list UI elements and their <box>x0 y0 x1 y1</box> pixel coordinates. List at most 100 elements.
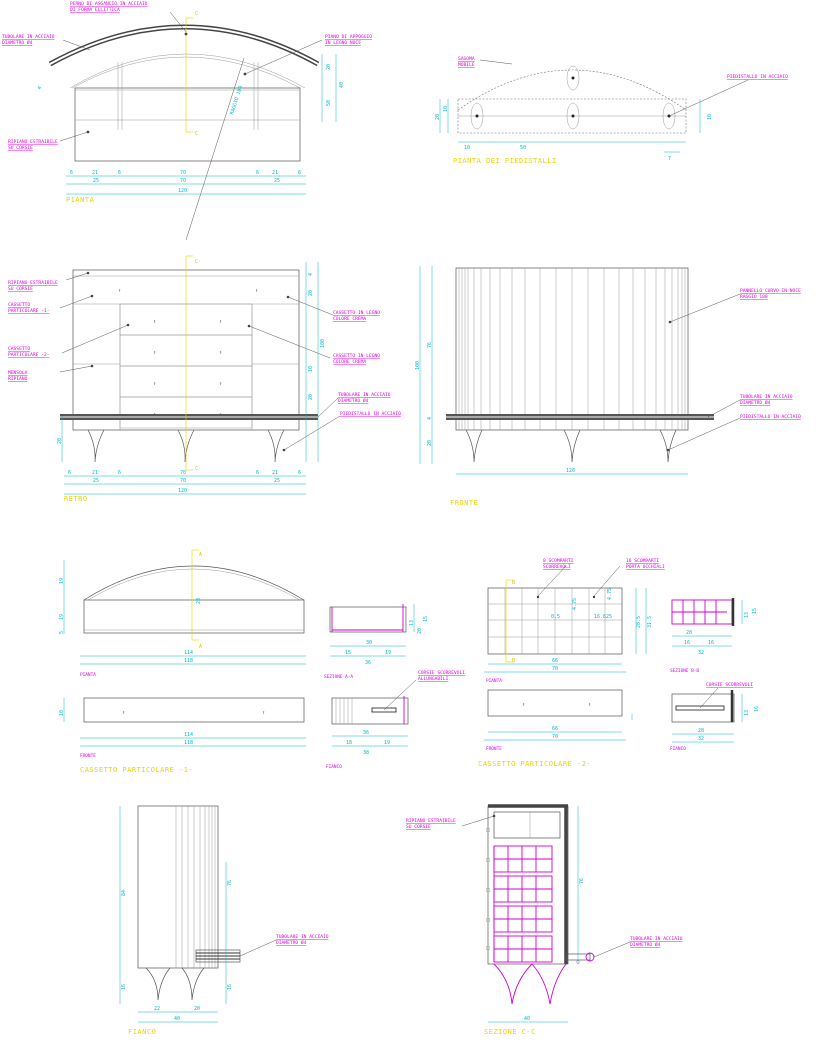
pianta-body <box>74 87 301 162</box>
dim-c1-f114: 114 <box>184 732 193 738</box>
dim-fi-16: 16 <box>121 984 127 990</box>
dim-r-120: 120 <box>178 488 187 494</box>
note-corsie-1: CORSIE SCORREVOLI <box>418 670 465 676</box>
dim-p-25a: 25 <box>93 178 99 184</box>
note-piedistallo-retro: PIEDISTALLO IN ACCIAIO <box>340 411 401 417</box>
dim-r-v20b: 20 <box>308 290 314 296</box>
dim-c2-fi-v16: 16 <box>754 706 760 712</box>
note-porta-2: PORTA OCCHIALI <box>626 564 665 570</box>
title-cassetto-2: CASSETTO PARTICOLARE -2- <box>478 760 591 768</box>
title-retro: RETRO <box>64 495 88 503</box>
sub-c2-fronte: FRONTE <box>486 746 502 752</box>
fianco-body <box>137 805 219 969</box>
section-mark-c-top: C <box>195 11 198 17</box>
svg-text:↑: ↑ <box>522 702 525 708</box>
svg-text:↑: ↑ <box>122 710 125 716</box>
dim-c2-s28: 28 <box>686 630 692 636</box>
sagoma-outline <box>457 69 687 111</box>
fronte-slats <box>458 268 686 430</box>
note-tubolare-1: TUBOLARE IN ACCIAIO <box>2 34 55 40</box>
dim-r-70b: 70 <box>180 478 186 484</box>
svg-text:↑: ↑ <box>262 710 265 716</box>
title-fronte: FRONTE <box>450 499 478 507</box>
dim-p-70: 70 <box>180 170 186 176</box>
note-tubolare-fronte-1: TUBOLARE IN ACCIAIO <box>740 394 793 400</box>
dim-fi-20: 20 <box>194 1006 200 1012</box>
note-piedistallo-fronte: PIEDISTALLO IN ACCIAIO <box>740 414 801 420</box>
title-fianco: FIANCO <box>128 1028 156 1036</box>
dim-sc-76: 76 <box>579 878 585 884</box>
note-piano-appoggio-1: PIANO DI APPOGGIO <box>325 34 372 40</box>
svg-text:↑: ↑ <box>153 381 156 387</box>
dim-p-v40: 40 <box>339 82 345 88</box>
note-corsie-3: CORSIE SCORREVOLI <box>706 682 753 688</box>
dim-r-v100: 100 <box>320 339 326 348</box>
note-sagoma-2: MOBILE <box>458 62 475 68</box>
dim-c1-sa15: 15 <box>345 650 351 656</box>
section-mark-a-top: A <box>199 552 202 558</box>
dim-c1-5: 5 <box>59 631 65 634</box>
dim-c2-66: 66 <box>552 658 558 664</box>
dim-p-radius: RAGGIO 100 <box>229 85 244 115</box>
dim-c2-v13: 13 <box>744 612 750 618</box>
section-mark-a-bot: A <box>199 644 202 650</box>
dim-c2-d3: 4.75 <box>572 598 578 610</box>
dim-c2-s32: 32 <box>698 650 704 656</box>
dim-p-21a: 21 <box>92 170 98 176</box>
svg-text:↑: ↑ <box>219 319 222 325</box>
view-cassetto-2: B B 8 SCOMPARTI SCORREVOLI 16 SCOMPARTI … <box>478 558 760 768</box>
note-perno-1: PERNO DI AGGANCIO IN ACCIAIO <box>70 1 148 7</box>
sezione-drawer-grids <box>493 845 553 963</box>
note-tubolare-2: DIAMETRO Ø4 <box>2 39 33 46</box>
note-sagoma-1: SAGOMA <box>458 56 475 62</box>
dim-p-6c: 6 <box>256 170 259 176</box>
dim-c2-fi-v14: 13 <box>744 710 750 716</box>
dim-c1-19: 19 <box>59 578 65 584</box>
view-fronte: PANNELLO CURVO IN NOCE RAGGIO 100 TUBOLA… <box>415 266 801 507</box>
dim-c2-v15: 15 <box>752 608 758 614</box>
dim-r-25b: 25 <box>274 478 280 484</box>
dim-c1-fi19: 19 <box>384 740 390 746</box>
note-pannello-2: RAGGIO 100 <box>740 294 768 300</box>
dim-f-120: 120 <box>566 468 575 474</box>
dim-pp-7: 7 <box>668 156 671 162</box>
dim-c2-70: 70 <box>552 666 558 672</box>
dim-c2-d1: 0.5 <box>551 614 560 620</box>
dim-c1-28: 28 <box>196 598 202 604</box>
piano-arc <box>69 53 306 89</box>
dim-pp-v20: 20 <box>435 114 441 120</box>
note-cassetto-legno-2: COLORE CREMA <box>333 316 366 322</box>
dim-f-4: 4 <box>427 417 433 420</box>
note-tubolare-sez-2: DIAMETRO Ø4 <box>630 941 661 948</box>
section-mark-c-retro-bot: C <box>195 466 198 472</box>
dim-c1-fi36: 36 <box>363 730 369 736</box>
note-tubolare-sez-1: TUBOLARE IN ACCIAIO <box>630 936 683 942</box>
note-mensola-2: RIPIANO <box>8 376 28 382</box>
sub-c2-sezione: SEZIONE B-B <box>670 668 699 674</box>
dim-r-6a: 6 <box>68 470 71 476</box>
note-cassetto-part2-1: CASSETTO <box>8 346 30 352</box>
title-pianta: PIANTA <box>66 196 95 204</box>
dim-p-120: 120 <box>178 188 187 194</box>
note-corsie-2: ALLUNGABILI <box>418 676 449 682</box>
dim-c2-d2: 16.625 <box>594 614 612 620</box>
section-mark-b-bot: B <box>512 658 515 664</box>
sub-c2-pianta: PIANTA <box>486 678 502 684</box>
svg-text:↑: ↑ <box>219 381 222 387</box>
dim-fi-22: 22 <box>154 1006 160 1012</box>
sub-c1-fronte: FRONTE <box>80 753 96 759</box>
note-ripiano-sez-1: RIPIANO ESTRAIBILE <box>406 818 456 824</box>
dim-p-6a: 6 <box>70 170 73 176</box>
section-mark-c-retro-top: C <box>195 259 198 265</box>
dim-c1-f10: 10 <box>59 710 65 716</box>
section-mark-c-bot: C <box>195 131 198 137</box>
note-cassetto-part2-2: PARTICOLARE -2- <box>8 352 50 358</box>
dim-c1-118: 118 <box>184 658 193 664</box>
note-mensola-1: MENSOLA <box>8 370 28 376</box>
dim-r-70: 70 <box>180 470 186 476</box>
dim-p-v50: 50 <box>326 100 332 106</box>
dim-r-6c: 6 <box>256 470 259 476</box>
view-retro: ↑↑ ↑↑ ↑↑ ↑↑ ↑↑ C C RIPIANO ESTRAIBILE SU… <box>8 255 401 503</box>
